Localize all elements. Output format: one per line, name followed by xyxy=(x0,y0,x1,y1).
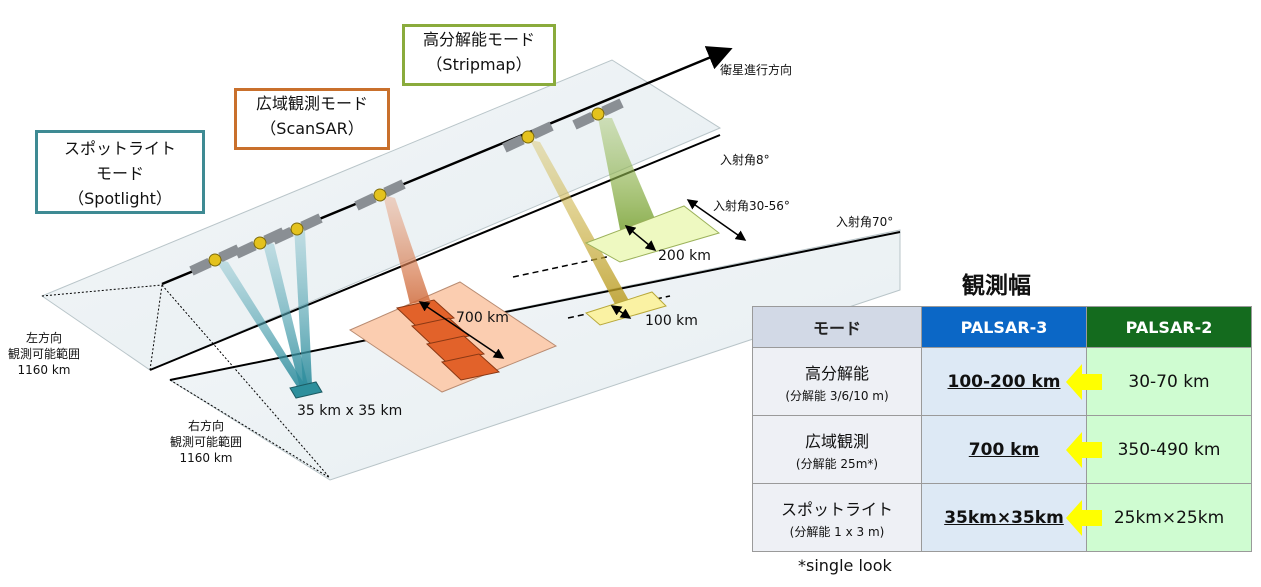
right-range-line2: 観測可能範囲 xyxy=(169,435,242,449)
palsar2-value: 30-70 km xyxy=(1086,347,1252,416)
table-row: 広域観測 (分解能 25m*) 700 km 350-490 km xyxy=(752,415,1252,484)
mode-resolution: (分解能 1 x 3 m) xyxy=(789,524,885,539)
mode-cell: 広域観測 (分解能 25m*) xyxy=(752,415,922,484)
spotlight-mode-name-1: スポットライト xyxy=(63,139,176,158)
left-range-line1: 左方向 xyxy=(25,331,62,345)
palsar3-value-cell: 100-200 km xyxy=(921,347,1102,416)
header-mode: モード xyxy=(752,306,922,348)
swath-100-arrow xyxy=(610,305,632,319)
stripmap-mode-name: 高分解能モード xyxy=(422,30,535,49)
improvement-arrow-icon xyxy=(1066,432,1102,468)
stripmap-gold-beam xyxy=(530,140,632,310)
mode-name: 高分解能 xyxy=(804,363,869,383)
left-range-line3: 1160 km xyxy=(17,363,71,377)
single-look-note: *single look xyxy=(798,556,892,575)
table-header-row: モード PALSAR-3 PALSAR-2 xyxy=(752,306,1252,348)
swath-200-arrow xyxy=(624,225,657,251)
spotlight-beam-3 xyxy=(294,226,312,388)
palsar3-value: 700 km xyxy=(968,439,1040,460)
scansar-beam xyxy=(383,195,430,304)
right-range-line3: 1160 km xyxy=(179,451,233,465)
incidence-8-label: 入射角8° xyxy=(720,153,770,167)
mode-name: スポットライト xyxy=(780,499,893,519)
stripmap-green-beam xyxy=(598,118,664,250)
right-range-line1: 右方向 xyxy=(187,419,224,433)
palsar3-value-cell: 700 km xyxy=(921,415,1102,484)
mode-resolution: (分解能 25m*) xyxy=(795,456,879,471)
satellite-icon-6 xyxy=(572,98,624,130)
right-range-dotted-2 xyxy=(169,379,331,479)
left-ground-plane xyxy=(40,59,722,371)
satellite-icon-3 xyxy=(271,213,323,245)
left-range-label: 左方向 観測可能範囲 1160 km xyxy=(4,330,84,378)
mode-resolution: (分解能 3/6/10 m) xyxy=(785,388,889,403)
satellite-icon-4 xyxy=(354,179,406,211)
incidence-30-56-label: 入射角30-56° xyxy=(713,199,790,213)
incidence-30-56-arrow xyxy=(686,199,747,241)
stripmap-mode-sub: （Stripmap） xyxy=(426,55,532,74)
satellite-icon-1 xyxy=(189,244,241,276)
palsar3-value: 100-200 km xyxy=(947,371,1061,392)
spotlight-beam-2 xyxy=(262,240,308,388)
swath-700-label: 700 km xyxy=(456,310,509,326)
swath-comparison-table: モード PALSAR-3 PALSAR-2 高分解能 (分解能 3/6/10 m… xyxy=(752,306,1252,552)
flight-direction-label: 衛星進行方向 xyxy=(720,63,793,77)
right-range-dotted xyxy=(161,284,331,479)
spotlight-mode-name-2: モード xyxy=(95,164,144,183)
spotlight-beam-1 xyxy=(214,258,305,388)
palsar3-value: 35km×35km xyxy=(944,507,1064,528)
spotlight-size-label: 35 km x 35 km xyxy=(297,403,403,419)
swath-200-label: 200 km xyxy=(658,248,711,264)
table-row: 高分解能 (分解能 3/6/10 m) 100-200 km 30-70 km xyxy=(752,347,1252,416)
swath-700-arrow xyxy=(418,301,505,359)
left-range-line2: 観測可能範囲 xyxy=(7,347,80,361)
improvement-arrow-icon xyxy=(1066,500,1102,536)
satellite-icon-5 xyxy=(502,121,554,153)
spotlight-footprint xyxy=(289,381,323,399)
improvement-arrow-icon xyxy=(1066,364,1102,400)
palsar3-value-cell: 35km×35km xyxy=(921,483,1102,552)
right-range-label: 右方向 観測可能範囲 1160 km xyxy=(166,418,246,466)
palsar2-value: 350-490 km xyxy=(1086,415,1252,484)
stripmap-mode-box: 高分解能モード （Stripmap） xyxy=(402,24,556,86)
spotlight-mode-box: スポットライト モード （Spotlight） xyxy=(35,130,205,214)
table-row: スポットライト (分解能 1 x 3 m) 35km×35km 25km×25k… xyxy=(752,483,1252,552)
mode-cell: 高分解能 (分解能 3/6/10 m) xyxy=(752,347,922,416)
stripmap-dashed-near xyxy=(512,236,701,278)
scansar-mode-box: 広域観測モード （ScanSAR） xyxy=(234,88,390,150)
mode-name: 広域観測 xyxy=(804,431,869,451)
table-title: 観測幅 xyxy=(962,273,1031,299)
spotlight-mode-sub: （Spotlight） xyxy=(68,189,172,208)
scansar-mode-name: 広域観測モード xyxy=(255,94,368,113)
palsar2-value: 25km×25km xyxy=(1086,483,1252,552)
header-palsar2: PALSAR-2 xyxy=(1086,306,1252,348)
swath-100-label: 100 km xyxy=(645,313,698,329)
incidence-70-label: 入射角70° xyxy=(836,215,894,229)
header-palsar3: PALSAR-3 xyxy=(921,306,1087,348)
scansar-mode-sub: （ScanSAR） xyxy=(260,119,364,138)
left-range-dotted xyxy=(41,284,163,297)
mode-cell: スポットライト (分解能 1 x 3 m) xyxy=(752,483,922,552)
